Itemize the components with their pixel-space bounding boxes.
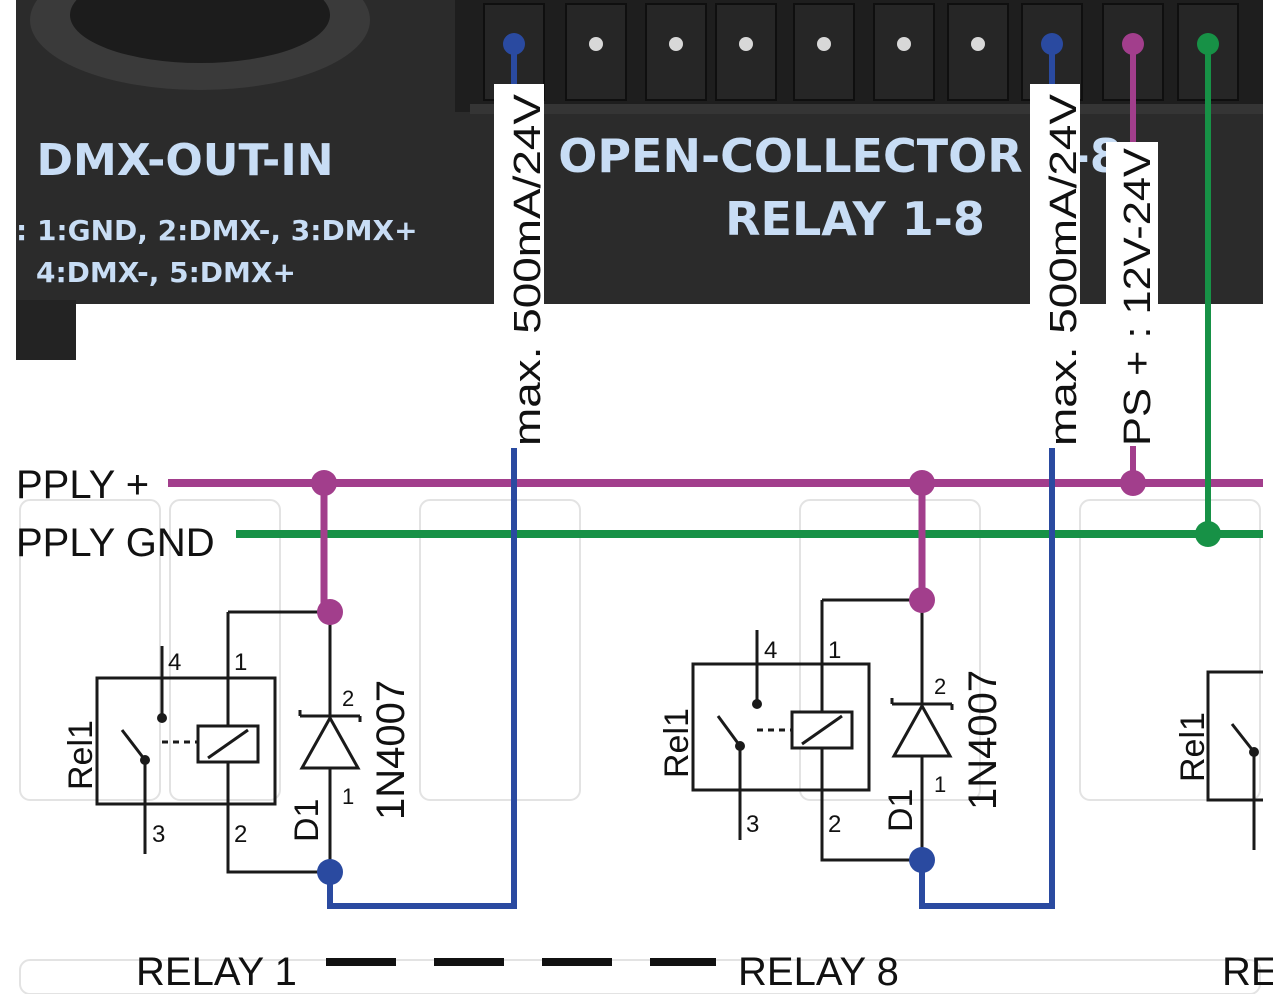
- relay-8-coil-node: [909, 587, 935, 613]
- terminal-pin: [669, 37, 683, 51]
- relay-partial-ref: Rel1: [1174, 712, 1212, 782]
- relay-1-output-node: [317, 859, 343, 885]
- relay-partial-circuit: Rel1: [1174, 670, 1263, 850]
- supply-gnd-label: PPLY GND: [16, 521, 215, 565]
- dmx-pins-line1: : 1:GND, 2:DMX-, 3:DMX+: [16, 214, 418, 247]
- relay-1-pin3: 3: [152, 821, 165, 848]
- oc-output-8-terminal: [1041, 33, 1063, 55]
- current-label-left: max. 500mA/24V: [507, 93, 549, 446]
- relay-1-body: [95, 676, 277, 806]
- relay-1-circuit: 4 1 3 2 2 1 Rel1 D1 1N4007: [62, 470, 413, 885]
- ps-plus-rail-node: [1120, 470, 1146, 496]
- relay-8-body: [691, 662, 871, 792]
- relay-8-diode-type: 1N4007: [961, 670, 1005, 810]
- terminal-socket: [793, 3, 855, 101]
- relay-1-ref: Rel1: [62, 720, 100, 790]
- current-tag-right: max. 500mA/24V: [1030, 84, 1085, 446]
- relay-8-diode-pin-k: 1: [934, 772, 946, 797]
- ps-plus-label: PS + : 12V-24V: [1117, 147, 1159, 446]
- relay-8-output-node: [909, 847, 935, 873]
- oc-output-8-return: [919, 448, 1055, 909]
- open-collector-subtitle: RELAY 1-8: [725, 192, 985, 246]
- relay-1-pin4: 4: [168, 649, 181, 676]
- ps-tag: PS + : 12V-24V: [1106, 142, 1159, 446]
- relay-1-diode: [299, 714, 361, 770]
- terminal-pin: [817, 37, 831, 51]
- terminal-socket: [947, 3, 1009, 101]
- relay-8-diode: [891, 702, 953, 758]
- relay-1-coil-node: [317, 599, 343, 625]
- relay-8-circuit: 4 1 3 2 2 1 Rel1 D1 1N4007: [658, 470, 1005, 873]
- supply-plus-label: PPLY +: [16, 463, 149, 507]
- relay-1-diode-pin-k: 1: [342, 784, 354, 809]
- ps-plus-terminal: [1122, 33, 1144, 55]
- relay-8-pin2: 2: [828, 811, 841, 838]
- relay-first-label: RELAY 1: [136, 950, 297, 994]
- dmx-pins-line2: 4:DMX-, 5:DMX+: [36, 256, 296, 289]
- relay-partial-label: RE: [1222, 950, 1273, 994]
- oc-output-1-terminal: [503, 33, 525, 55]
- current-label-right: max. 500mA/24V: [1043, 93, 1085, 446]
- terminal-socket: [715, 3, 777, 101]
- watermark: [19, 499, 1261, 994]
- open-collector-title: OPEN-COLLECTOR 1-8: [558, 129, 1122, 183]
- terminal-socket: [645, 3, 707, 101]
- relay-8-diode-ref: D1: [882, 789, 920, 832]
- gnd-terminal: [1197, 33, 1219, 55]
- relay-1-pin2: 2: [234, 821, 247, 848]
- relay-8-diode-pin-a: 2: [934, 674, 946, 699]
- relay-8-pin3: 3: [746, 811, 759, 838]
- relay-8-pin1: 1: [828, 637, 841, 664]
- relay-1-diode-ref: D1: [288, 799, 326, 842]
- terminal-pin: [739, 37, 753, 51]
- current-tag-left: max. 500mA/24V: [494, 84, 549, 446]
- relay-8-supply-node: [909, 470, 935, 496]
- terminal-socket: [565, 3, 627, 101]
- terminal-pin: [971, 37, 985, 51]
- relay-1-pin1: 1: [234, 649, 247, 676]
- relay-1-diode-pin-a: 2: [342, 686, 354, 711]
- relay-8-pin4: 4: [764, 637, 777, 664]
- terminal-pin: [897, 37, 911, 51]
- terminal-pin: [589, 37, 603, 51]
- relay-8-ref: Rel1: [658, 708, 696, 778]
- relay-last-label: RELAY 8: [738, 950, 899, 994]
- relay-1-diode-type: 1N4007: [369, 680, 413, 820]
- gnd-rail-node: [1195, 521, 1221, 547]
- relay-1-supply-node: [311, 470, 337, 496]
- oc-output-1-return: [327, 448, 517, 909]
- dmx-title: DMX-OUT-IN: [36, 135, 333, 186]
- terminal-socket: [873, 3, 935, 101]
